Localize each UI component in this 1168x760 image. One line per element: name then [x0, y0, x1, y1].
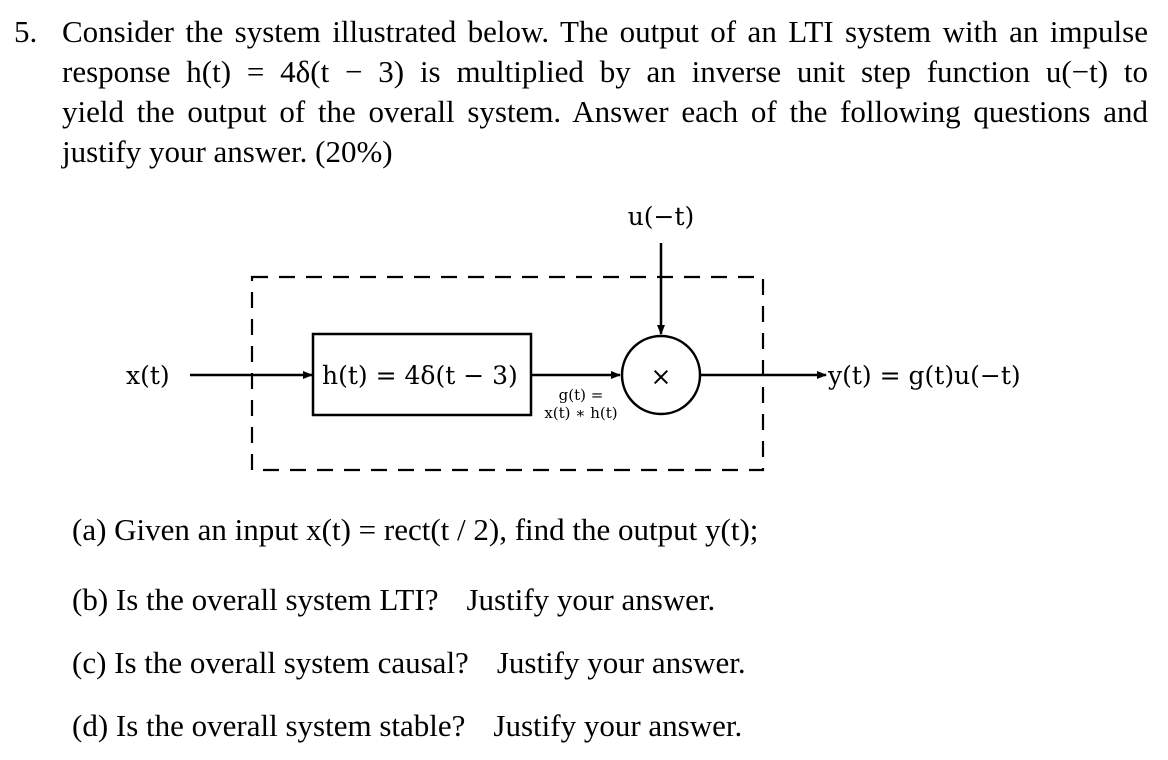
question-c-prefix: (c)	[72, 645, 107, 680]
question-a-prefix: (a)	[72, 512, 107, 547]
question-b-prefix: (b)	[72, 582, 109, 617]
question-d-text: Is the overall system stable?	[115, 708, 466, 743]
intermediate-label-line2: x(t) ∗ h(t)	[544, 404, 617, 422]
output-label: y(t) = g(t)u(−t)	[827, 361, 1021, 390]
question-d-prefix: (d)	[72, 708, 109, 743]
question-b-text: Is the overall system LTI?	[115, 582, 439, 617]
multiplier-symbol: ×	[651, 362, 672, 391]
statement-line-2: response h(t) = 4δ(t − 3) is multiplied …	[62, 54, 1148, 89]
statement-line-4: justify your answer. (20%)	[62, 134, 393, 169]
question-c: (c) Is the overall system causal? Justify…	[72, 643, 746, 683]
intermediate-label-line1: g(t) =	[559, 386, 604, 404]
question-d-tail: Justify your answer.	[493, 708, 743, 743]
input-label: x(t)	[126, 361, 170, 390]
overall-system-boundary	[250, 275, 765, 472]
question-c-text: Is the overall system causal?	[114, 645, 469, 680]
question-b: (b) Is the overall system LTI? Justify yo…	[72, 580, 715, 620]
question-c-tail: Justify your answer.	[496, 645, 746, 680]
statement-line-1: Consider the system illustrated below. T…	[62, 14, 1148, 49]
problem-number: 5.	[14, 14, 38, 49]
step-input-label: u(−t)	[628, 202, 695, 231]
question-a: (a) Given an input x(t) = rect(t / 2), f…	[72, 510, 758, 550]
question-a-text: Given an input x(t) = rect(t / 2), find …	[114, 512, 759, 547]
question-d: (d) Is the overall system stable? Justify…	[72, 706, 742, 746]
block-label: h(t) = 4δ(t − 3)	[322, 361, 518, 390]
question-b-tail: Justify your answer.	[466, 582, 716, 617]
statement-line-3: yield the output of the overall system. …	[62, 94, 1148, 129]
problem-text: Consider the system illustrated below. T…	[62, 12, 1148, 172]
